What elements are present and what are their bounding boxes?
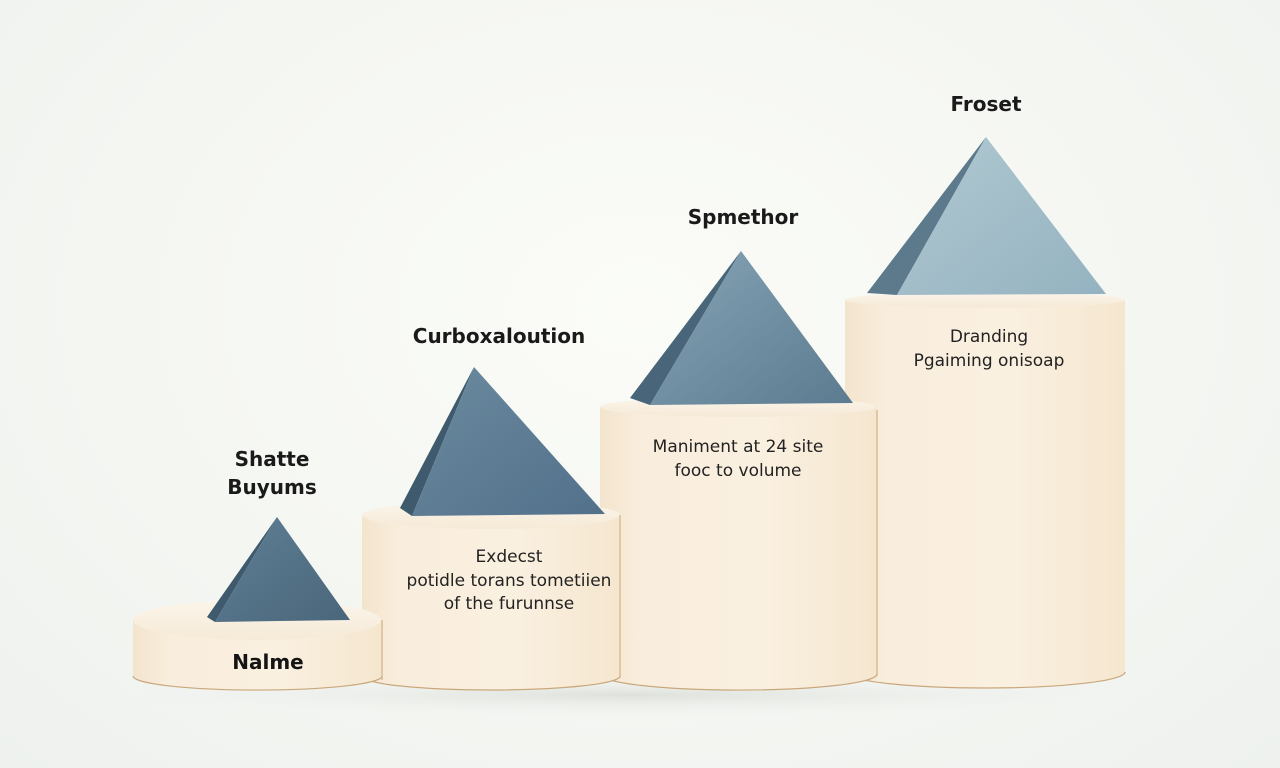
step-3-description: Maniment at 24 site fooc to volume [653, 436, 824, 483]
step-1-pyramid-icon [207, 517, 350, 622]
step-4-pyramid-icon [867, 137, 1106, 295]
step-3-description-line-2: fooc to volume [674, 460, 802, 481]
step-4-description-line-2: Pgaiming onisoap [913, 350, 1065, 371]
step-1-base-label: Nalme [232, 650, 304, 674]
step-4-description: Dranding Pgaiming onisoap [914, 326, 1065, 373]
step-1-title-line-2: Buyums [227, 475, 317, 499]
step-3-description-line-1: Maniment at 24 site [652, 437, 824, 457]
step-2-description-line-3: of the furunnse [443, 594, 575, 614]
step-3-pyramid-icon [630, 251, 853, 405]
step-4-description-line-1: Dranding [949, 327, 1029, 347]
step-1-title-line-1: Shatte [234, 447, 310, 471]
step-2-pyramid-icon [400, 367, 605, 516]
step-2-description: Exdecst potidle torans tometiien of the … [407, 546, 612, 617]
step-2-title: Curboxaloution [412, 324, 586, 348]
step-2-description-line-1: Exdecst [475, 547, 543, 567]
step-1-title: Shatte Buyums [227, 445, 317, 501]
step-2-description-line-2: potidle torans tometiien [406, 570, 612, 591]
step-4-title: Froset [950, 92, 1022, 116]
step-3-cylinder [599, 397, 878, 691]
step-4-cylinder [844, 292, 1126, 689]
step-3-title: Spmethor [687, 205, 799, 229]
